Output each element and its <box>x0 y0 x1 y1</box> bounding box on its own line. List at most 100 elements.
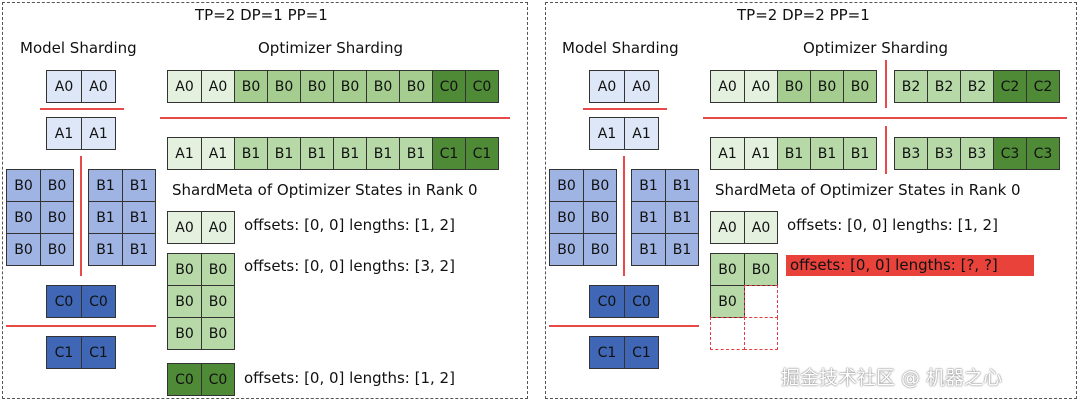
optimizer-cell: B0 <box>267 70 301 103</box>
model-cell: A1 <box>624 117 659 150</box>
shard-cell: C0 <box>167 363 202 396</box>
optimizer-cell: C2 <box>1026 70 1060 103</box>
empty-shard-cell <box>744 317 778 350</box>
model-cell: B0 <box>583 201 617 234</box>
shard-cell: B0 <box>201 317 235 350</box>
shard-cell: B0 <box>167 253 202 286</box>
optimizer-cell: B0 <box>399 70 433 103</box>
left-panel-title: TP=2 DP=1 PP=1 <box>195 6 328 24</box>
optimizer-cell: B2 <box>927 70 961 103</box>
model-cell: B1 <box>631 201 666 234</box>
divider-line <box>623 156 625 276</box>
optimizer-cell: A0 <box>201 70 235 103</box>
model-cell: C1 <box>46 336 82 369</box>
model-cell: C1 <box>81 336 116 369</box>
model-cell: C0 <box>589 285 625 318</box>
model-cell: B1 <box>88 201 123 234</box>
model-cell: B0 <box>583 233 617 266</box>
model-cell: A0 <box>624 70 659 103</box>
optimizer-cell: C2 <box>993 70 1027 103</box>
model-cell: B1 <box>122 201 156 234</box>
shard-meta-text: offsets: [0, 0] lengths: [3, 2] <box>244 257 455 275</box>
optimizer-cell: C0 <box>432 70 466 103</box>
optimizer-cell: B1 <box>300 137 334 170</box>
shard-meta-text: offsets: [0, 0] lengths: [1, 2] <box>787 216 998 234</box>
shard-cell: A0 <box>710 211 745 244</box>
model-cell: B1 <box>122 169 156 202</box>
shard-meta-text: offsets: [0, 0] lengths: [1, 2] <box>244 216 455 234</box>
optimizer-cell: B3 <box>894 137 928 170</box>
model-cell: A0 <box>81 70 116 103</box>
optimizer-cell: A0 <box>744 70 778 103</box>
model-cell: B1 <box>631 233 666 266</box>
optimizer-cell: B0 <box>366 70 400 103</box>
unknown-shard-meta-highlight: offsets: [0, 0] lengths: [?, ?] <box>786 255 1034 276</box>
shard-cell: B0 <box>710 253 745 286</box>
optimizer-cell: C1 <box>465 137 499 170</box>
model-cell: A1 <box>589 117 625 150</box>
model-cell: B1 <box>665 233 699 266</box>
optimizer-cell: B1 <box>810 137 844 170</box>
optimizer-cell: B0 <box>234 70 268 103</box>
model-cell: B1 <box>665 201 699 234</box>
shard-cell: A0 <box>201 211 235 244</box>
model-cell: C0 <box>46 285 82 318</box>
optimizer-cell: B3 <box>960 137 994 170</box>
watermark: 掘金技术社区 @ 机器之心 <box>781 367 1003 389</box>
optimizer-cell: B1 <box>366 137 400 170</box>
optimizer-cell: B0 <box>333 70 367 103</box>
model-cell: B0 <box>40 169 74 202</box>
right-optimizer-sharding-title: Optimizer Sharding <box>803 39 949 57</box>
model-cell: C0 <box>624 285 659 318</box>
optimizer-cell: A0 <box>710 70 745 103</box>
divider-line <box>160 117 510 119</box>
divider-line <box>549 325 699 327</box>
model-cell: B0 <box>583 169 617 202</box>
divider-line <box>583 108 667 110</box>
model-cell: A0 <box>589 70 625 103</box>
optimizer-cell: C1 <box>432 137 466 170</box>
right-model-sharding-title: Model Sharding <box>562 39 679 57</box>
left-shardmeta-title: ShardMeta of Optimizer States in Rank 0 <box>172 181 478 199</box>
model-cell: B1 <box>631 169 666 202</box>
optimizer-cell: B0 <box>810 70 844 103</box>
model-cell: B0 <box>40 233 74 266</box>
optimizer-cell: B2 <box>894 70 928 103</box>
right-shardmeta-title: ShardMeta of Optimizer States in Rank 0 <box>715 181 1021 199</box>
model-cell: A0 <box>46 70 82 103</box>
optimizer-cell: B1 <box>333 137 367 170</box>
optimizer-cell: B0 <box>300 70 334 103</box>
shard-cell: B0 <box>201 285 235 318</box>
shard-meta-text: offsets: [0, 0] lengths: [1, 2] <box>244 369 455 387</box>
divider-line <box>80 156 82 276</box>
optimizer-cell: C0 <box>465 70 499 103</box>
left-model-sharding-title: Model Sharding <box>20 39 137 57</box>
shard-cell: B0 <box>710 285 745 318</box>
shard-cell: B0 <box>744 253 778 286</box>
shard-cell: B0 <box>167 285 202 318</box>
divider-line <box>703 117 1067 119</box>
model-cell: B0 <box>549 233 584 266</box>
optimizer-cell: C3 <box>993 137 1027 170</box>
optimizer-cell: A0 <box>167 70 202 103</box>
left-optimizer-sharding-title: Optimizer Sharding <box>258 39 404 57</box>
model-cell: B0 <box>549 169 584 202</box>
model-cell: B1 <box>665 169 699 202</box>
divider-line <box>885 60 887 108</box>
optimizer-cell: B3 <box>927 137 961 170</box>
optimizer-cell: B0 <box>843 70 877 103</box>
model-cell: B0 <box>6 169 41 202</box>
optimizer-cell: B1 <box>267 137 301 170</box>
model-cell: B1 <box>122 233 156 266</box>
divider-line <box>40 108 124 110</box>
model-cell: C0 <box>81 285 116 318</box>
model-cell: A1 <box>46 117 82 150</box>
right-panel <box>545 2 1077 399</box>
optimizer-cell: B1 <box>843 137 877 170</box>
empty-shard-cell <box>744 285 778 318</box>
shard-cell: A0 <box>744 211 778 244</box>
optimizer-cell: B1 <box>777 137 811 170</box>
shard-cell: C0 <box>201 363 235 396</box>
model-cell: B0 <box>549 201 584 234</box>
optimizer-cell: A1 <box>710 137 745 170</box>
